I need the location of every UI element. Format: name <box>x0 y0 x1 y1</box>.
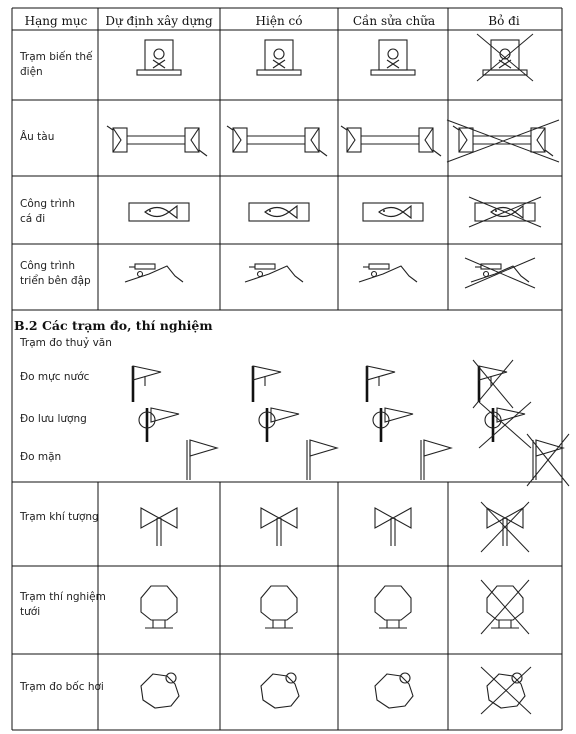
header-planned: Dự định xây dựng <box>105 14 213 28</box>
header-existing: Hiện có <box>255 14 303 28</box>
fish-passage-icon-planned <box>128 202 190 222</box>
weather-station-icon-existing <box>260 507 298 546</box>
removal-cross-line <box>476 33 534 82</box>
row-label-irrigation: Trạm thí nghiệm tưới <box>20 591 106 618</box>
ship-lock-icon-planned <box>106 125 208 157</box>
evaporation-station-icon-existing <box>260 672 300 709</box>
removal-cross-line <box>464 257 536 289</box>
weather-station-icon-planned <box>140 507 178 546</box>
row-label-ship-lock: Âu tàu <box>20 131 55 143</box>
row-label-water-level: Đo mực nước <box>20 371 90 383</box>
row-label-discharge: Đo lưu lượng <box>20 413 87 425</box>
evaporation-station-icon-removed-crossed <box>486 672 526 709</box>
row-label-dam-bank: Công trình triển bên đập <box>20 260 91 287</box>
row-label-transformer: Trạm biến thế điện <box>20 51 93 78</box>
dam-bank-structure-icon-planned <box>124 263 184 283</box>
salinity-flag-icon-planned <box>186 439 219 480</box>
water-level-flag-icon-repair-hatched <box>365 365 396 402</box>
header-category: Hạng mục <box>24 14 88 28</box>
ship-lock-icon-removed-crossed <box>452 125 554 157</box>
transformer-station-icon-planned <box>136 39 182 76</box>
salinity-flag-icon-repair-hatched <box>420 439 453 480</box>
dam-bank-structure-icon-removed-crossed <box>470 263 530 283</box>
ship-lock-icon-existing <box>226 125 328 157</box>
removal-cross-line <box>472 359 514 409</box>
discharge-flag-icon-existing <box>258 407 300 442</box>
weather-station-icon-removed-crossed <box>486 507 524 546</box>
salinity-flag-icon-removed-crossed <box>532 439 565 480</box>
row-label-evaporation: Trạm đo bốc hơi <box>20 681 104 693</box>
irrigation-test-station-icon-existing <box>260 585 298 629</box>
transformer-station-icon-existing <box>256 39 302 76</box>
irrigation-test-station-icon-removed-crossed <box>486 585 524 629</box>
discharge-flag-icon-repair-hatched <box>372 407 414 442</box>
evaporation-station-icon-planned <box>140 672 180 709</box>
discharge-flag-icon-planned <box>138 407 180 442</box>
ship-lock-icon-repair-hatched <box>340 125 442 157</box>
transformer-station-icon-repair-hatched <box>370 39 416 76</box>
removal-cross-line <box>446 119 560 163</box>
fish-passage-icon-repair-hatched <box>362 202 424 222</box>
removal-cross-line <box>468 196 542 228</box>
removal-cross-line <box>526 433 570 487</box>
header-repair: Cần sửa chữa <box>352 14 436 28</box>
table-grid <box>11 7 563 731</box>
section-title: B.2 Các trạm đo, thí nghiệm <box>14 318 213 333</box>
weather-station-icon-repair-hatched <box>374 507 412 546</box>
fish-passage-icon-existing <box>248 202 310 222</box>
removal-cross-line <box>480 501 530 553</box>
irrigation-test-station-icon-repair-hatched <box>374 585 412 629</box>
removal-cross-line <box>480 579 530 635</box>
fish-passage-icon-removed-crossed <box>474 202 536 222</box>
row-label-weather: Trạm khí tượng <box>20 511 99 523</box>
dam-bank-structure-icon-repair-hatched <box>358 263 418 283</box>
salinity-flag-icon-existing <box>306 439 339 480</box>
removal-cross-line <box>480 666 532 715</box>
removal-cross-line <box>478 401 532 449</box>
row-label-fish-passage: Công trình cá đi <box>20 198 76 225</box>
evaporation-station-icon-repair-hatched <box>374 672 414 709</box>
group-label-hydrology: Trạm đo thuỷ văn <box>20 337 112 349</box>
header-remove: Bỏ đi <box>488 14 520 28</box>
water-level-flag-icon-planned <box>131 365 162 402</box>
discharge-flag-icon-removed-crossed <box>484 407 526 442</box>
water-level-flag-icon-existing <box>251 365 282 402</box>
row-label-salinity: Đo mặn <box>20 451 62 463</box>
irrigation-test-station-icon-planned <box>140 585 178 629</box>
dam-bank-structure-icon-existing <box>244 263 304 283</box>
